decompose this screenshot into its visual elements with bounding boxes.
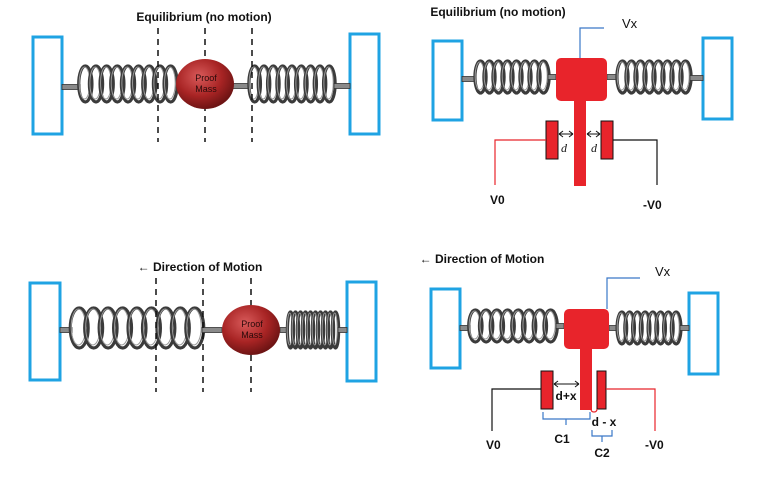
fixed-plate-right [600,120,614,160]
spring-coil-highlight [543,310,556,340]
panel-bottom-right: ← Direction of Motion Vx d+x d - x C1 C2… [420,252,720,460]
gap-arrowheads [558,130,574,138]
spring-coil-highlight [670,312,680,342]
spring-rod [333,83,351,89]
spring-coil-highlight [323,66,334,100]
spring-rod [201,327,223,333]
panel-top-right: Equilibrium (no motion) Vx d d V0 -V0 [430,5,734,212]
fixed-plate-right [596,370,607,410]
mass-label: Proof [195,73,217,83]
frame-right-bottom [345,280,378,383]
proof-mass-finger [580,348,592,410]
spring-coil [531,308,549,344]
frame-left-top [31,35,64,136]
c1-label: C1 [554,432,570,446]
spring-coil [83,306,105,350]
title-bottom-left: ← Direction of Motion [138,260,263,274]
spring-coil-highlight [331,312,338,346]
spring-rod [555,323,565,329]
spring-coil [169,306,191,350]
gap-right-label: d [591,141,598,155]
frame-right-top [348,32,381,136]
spring-coil [97,306,119,350]
panel-bottom-left: ← Direction of Motion Proof Mass [28,260,378,392]
vx-label: Vx [655,264,671,279]
panel-top-left: Equilibrium (no motion) Proof Mass [31,10,381,142]
frame-left-bottom [28,281,62,382]
gap-right-label: d - x [592,415,617,429]
spring-rod [337,327,348,333]
v0-label: V0 [486,438,501,452]
spring-coil [477,308,495,344]
wire-left [494,139,546,185]
proof-mass-block [564,309,609,349]
spring-coil [499,308,516,344]
neg-v0-label: -V0 [645,438,664,452]
gap-left-label: d [561,141,568,155]
spring-coil-highlight [186,308,202,346]
gap-arrowheads [553,380,580,388]
spring-coil [520,308,538,344]
spring-coil [126,306,148,350]
spring-coil [140,306,163,350]
springs-top-right [461,59,704,95]
vx-label: Vx [622,16,638,31]
proof-mass [222,305,280,355]
vx-lead [606,277,640,309]
spring-coil [467,308,484,344]
frame-left-bottom-right [429,287,462,370]
wire-left [491,388,541,431]
fixed-plate-left [540,370,554,410]
fixed-plate-left [545,120,559,160]
frame-left-top-right [431,39,464,122]
mass-label: Proof [241,319,263,329]
spring-coil-highlight [537,61,548,91]
frame-right-bottom-right [687,291,720,376]
gap-arrowheads [586,130,601,138]
spring-coil [68,306,90,350]
spring-coil [510,308,527,344]
wire-right [613,139,658,185]
small-gap-mark [590,408,598,413]
springs-top-left [61,64,351,104]
gap-left-label: d+x [555,389,576,403]
spring-rod [689,75,704,81]
title-top-left: Equilibrium (no motion) [136,10,271,24]
mass-label: Mass [241,330,263,340]
spring-coil [155,306,177,350]
title-top-right: Equilibrium (no motion) [430,5,565,19]
proof-mass-block [556,58,607,101]
spring-rod [547,74,557,80]
spring-rod [679,325,690,331]
c1-bracket [542,412,591,425]
wire-right [606,388,656,431]
mass-label: Mass [195,84,217,94]
vx-lead [579,27,604,58]
proof-mass [176,59,234,109]
spring-coil [488,308,506,344]
c2-bracket [591,430,613,442]
spring-rod [59,327,73,333]
proof-mass-finger [574,100,586,186]
spring-coil [111,306,134,350]
frame-right-top-right [701,36,734,121]
springs-bottom-right [459,308,690,346]
c2-label: C2 [594,446,610,460]
spring-coil-highlight [679,61,690,91]
v0-label: V0 [490,193,505,207]
neg-v0-label: -V0 [643,198,662,212]
spring-coil-highlight [164,66,176,100]
springs-bottom-left [59,306,348,350]
title-bottom-right: ← Direction of Motion [420,252,545,266]
